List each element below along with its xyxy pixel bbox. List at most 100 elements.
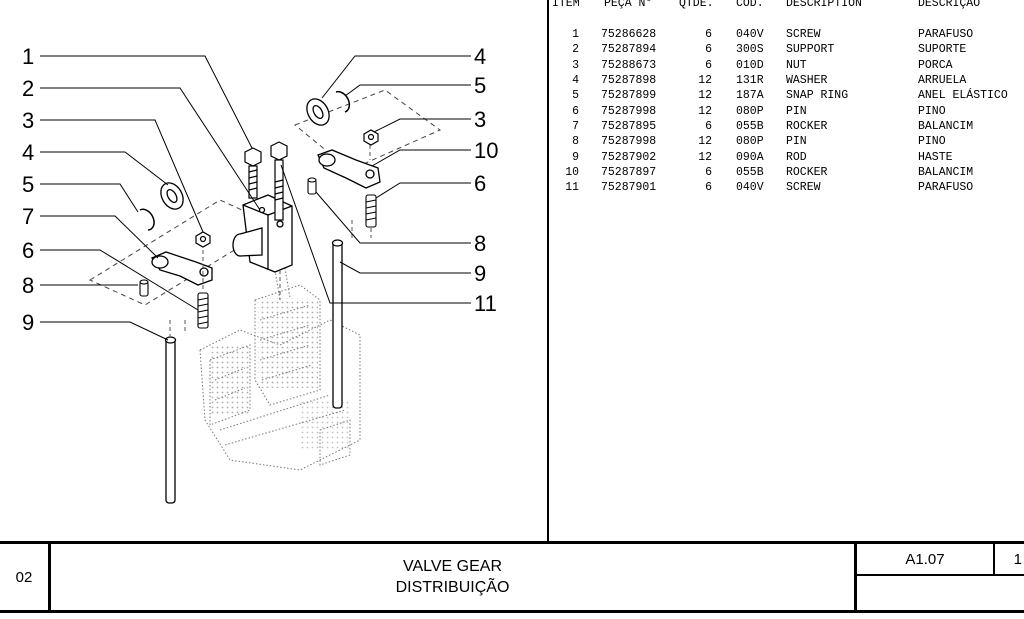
vertical-divider	[547, 0, 549, 543]
cell-qty: 6	[705, 28, 712, 41]
callout-labels-right: 4 5 3 10 6 8 9 11	[474, 44, 498, 316]
header-descricao: DESCRIÇÃO	[918, 0, 981, 10]
cell-item: 8	[572, 135, 579, 149]
title-portuguese: DISTRIBUIÇÃO	[395, 579, 510, 596]
reference-code: A1.07	[905, 550, 945, 568]
cell-description: ROD	[786, 150, 807, 164]
cell-descricao: PINO	[918, 135, 946, 149]
pin-right	[307, 177, 317, 195]
cell-description: PIN	[786, 104, 807, 118]
cell-item: 11	[565, 181, 579, 195]
snap-ring-right	[335, 90, 351, 113]
cell-qty: 12	[698, 104, 712, 118]
cell-item: 9	[572, 150, 579, 164]
callout-10: 10	[474, 138, 498, 163]
cell-descricao: ARRUELA	[918, 74, 967, 88]
parts-table: ITEM PEÇA N° QTDE. COD. DESCRIPTION DESC…	[552, 0, 1024, 194]
rocker-right	[317, 149, 381, 189]
cell-qty: 12	[698, 150, 712, 164]
leader-lines-left	[40, 55, 261, 341]
title-block: 02 VALVE GEAR DISTRIBUIÇÃO A1.07 1	[0, 541, 1024, 613]
cell-item: 1	[572, 28, 579, 41]
header-part-no: PEÇA N°	[604, 0, 653, 10]
support-block	[232, 194, 293, 273]
cell-descricao: BALANCIM	[918, 120, 974, 134]
header-cod: COD.	[736, 0, 764, 10]
callout-1: 1	[22, 44, 34, 69]
cell-cod: 080P	[736, 104, 764, 118]
callout-7: 7	[22, 204, 34, 229]
header-item: ITEM	[552, 0, 580, 10]
page-title: VALVE GEAR DISTRIBUIÇÃO	[51, 544, 854, 610]
callout-5: 5	[22, 172, 34, 197]
callout-2: 2	[22, 76, 34, 101]
cell-descricao: PINO	[918, 104, 946, 118]
cell-descricao: PARAFUSO	[918, 181, 974, 195]
cell-description: ROCKER	[786, 166, 828, 180]
cell-part-no: 75287899	[601, 89, 657, 103]
nut-right	[363, 129, 379, 146]
callout-8-right: 8	[474, 231, 486, 256]
rocker-left	[151, 251, 213, 286]
cell-item: 3	[572, 58, 579, 72]
cell-part-no: 75287998	[601, 135, 657, 149]
snap-ring-left	[139, 208, 155, 231]
cell-description: NUT	[786, 58, 807, 72]
cell-cod: 300S	[736, 43, 764, 57]
cell-part-no: 75287898	[601, 74, 657, 88]
cell-cod: 080P	[736, 135, 764, 149]
cell-qty: 6	[705, 43, 712, 57]
callout-6-right: 6	[474, 171, 486, 196]
adjusting-pin-right	[365, 194, 377, 228]
screw-11	[270, 141, 288, 221]
cell-part-no: 75287894	[601, 43, 657, 57]
washer-left	[160, 182, 184, 210]
cell-item: 7	[572, 120, 579, 134]
alignment-guides	[169, 145, 372, 336]
cell-cod: 040V	[736, 181, 764, 195]
cell-part-no: 75286628	[601, 28, 657, 41]
push-rod-right	[331, 239, 344, 409]
cell-qty: 12	[698, 135, 712, 149]
cell-qty: 6	[705, 120, 712, 134]
cell-cod: 040V	[736, 28, 764, 41]
callout-labels-left: 1 2 3 4 5 7 6 8 9	[22, 44, 34, 335]
cell-part-no: 75287895	[601, 120, 657, 134]
callout-8: 8	[22, 273, 34, 298]
cell-cod: 055B	[736, 166, 764, 180]
cell-descricao: BALANCIM	[918, 166, 974, 180]
cell-description: SUPPORT	[786, 43, 835, 57]
nut-left	[195, 231, 211, 248]
push-rod-left	[164, 336, 177, 504]
cell-part-no: 75287901	[601, 181, 657, 195]
page-number: 1	[1013, 550, 1022, 568]
cell-item: 6	[572, 104, 579, 118]
cell-part-no: 75288673	[601, 58, 657, 72]
sheet-number: 02	[15, 568, 33, 586]
title-divider	[993, 544, 995, 574]
cell-description: SCREW	[786, 28, 821, 41]
header-description: DESCRIPTION	[786, 0, 862, 10]
cell-item: 10	[565, 166, 579, 180]
title-divider	[854, 544, 857, 610]
assembly-planes	[88, 89, 441, 306]
callout-9-right: 9	[474, 261, 486, 286]
callout-4-right: 4	[474, 44, 486, 69]
cell-descricao: PORCA	[918, 58, 953, 72]
title-divider	[48, 544, 51, 610]
callout-6: 6	[22, 238, 34, 263]
cell-item: 5	[572, 89, 579, 103]
valve-gear-illustration: 1 2 3 4 5 7 6 8 9 4 5 3 10 6 8 9 11	[22, 44, 498, 504]
callout-3: 3	[22, 108, 34, 133]
cell-item: 4	[572, 74, 579, 88]
cell-part-no: 75287897	[601, 166, 657, 180]
washer-right	[306, 98, 330, 126]
